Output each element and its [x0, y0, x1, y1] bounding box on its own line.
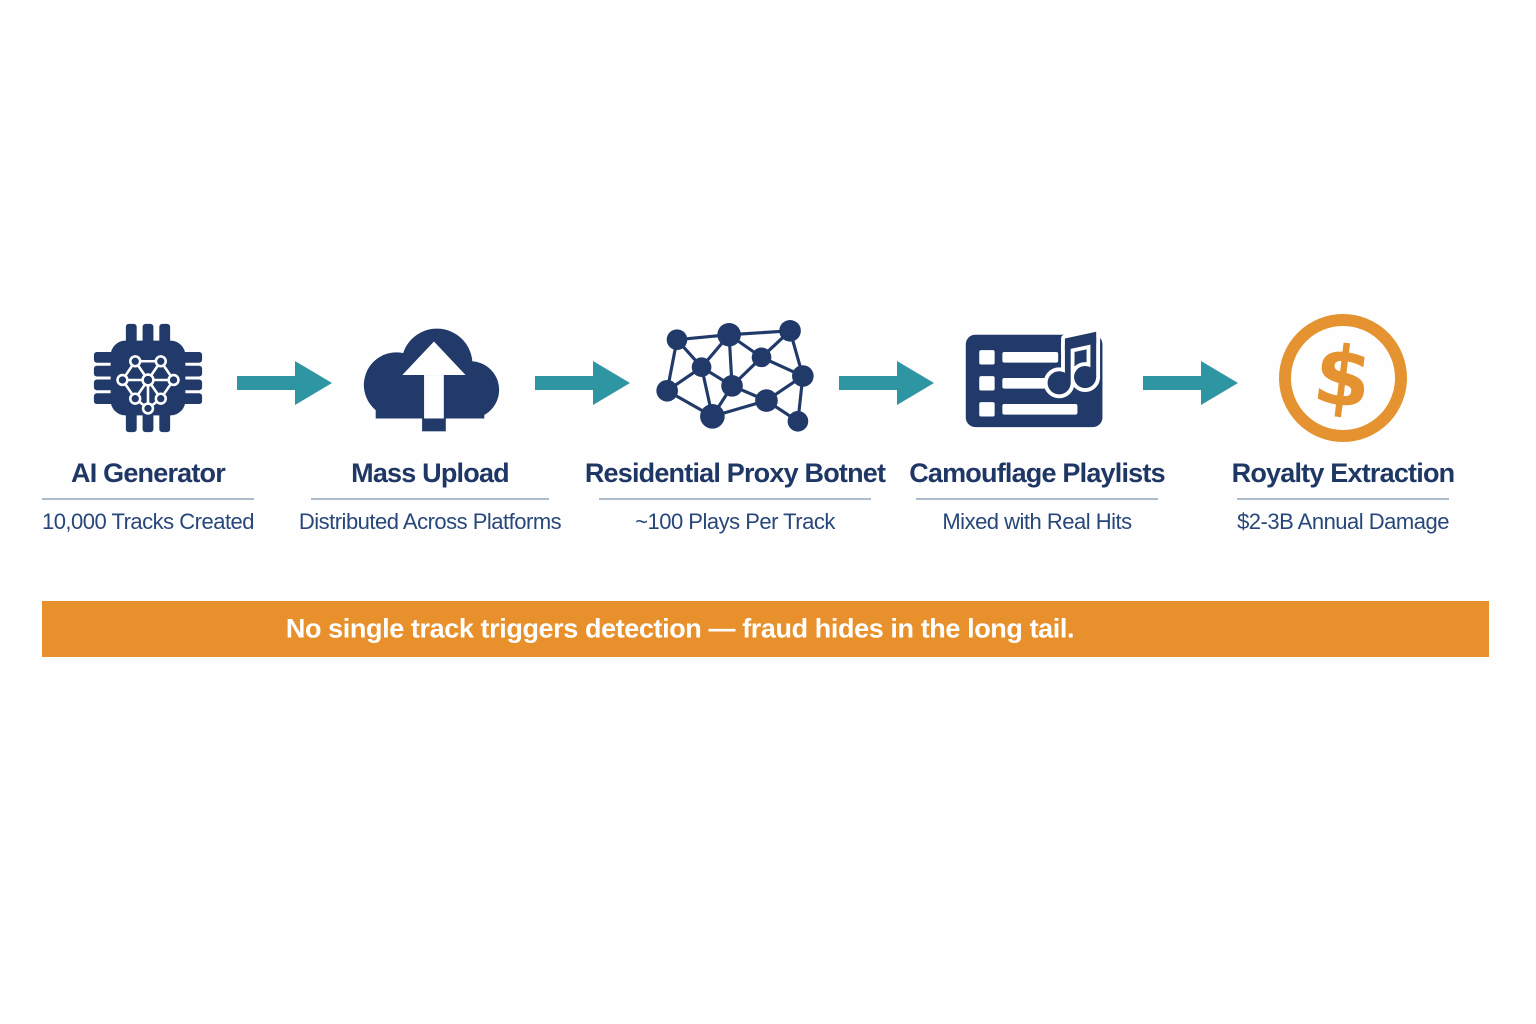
- ai-chip-icon: [89, 312, 207, 444]
- step-title: AI Generator: [71, 458, 226, 488]
- flow-arrow-icon: [839, 361, 934, 405]
- step-ai-generator: AI Generator 10,000 Tracks Created: [28, 312, 268, 535]
- flow-arrow-icon: [237, 361, 332, 405]
- flow-arrow-icon: [535, 361, 630, 405]
- banner-text: No single track triggers detection — fra…: [285, 613, 1075, 644]
- step-camouflage-playlists: Camouflage Playlists Mixed with Real Hit…: [900, 312, 1174, 535]
- step-royalty-extraction: $ Royalty Extraction $2-3B Annual Damage: [1222, 312, 1464, 535]
- step-subtitle: $2-3B Annual Damage: [1237, 509, 1449, 535]
- cloud-upload-icon: [351, 312, 509, 444]
- step-title: Camouflage Playlists: [909, 458, 1165, 488]
- step-divider: [42, 498, 254, 501]
- step-title: Mass Upload: [351, 458, 510, 488]
- step-residential-proxy-botnet: Residential Proxy Botnet ~100 Plays Per …: [580, 312, 890, 535]
- botnet-network-icon: [650, 312, 820, 444]
- playlist-music-icon: [960, 312, 1114, 444]
- step-divider: [598, 498, 872, 501]
- step-subtitle: 10,000 Tracks Created: [41, 509, 255, 535]
- detection-warning-banner: No single track triggers detection — fra…: [42, 601, 1489, 657]
- dollar-coin-icon: $: [1279, 312, 1407, 444]
- step-subtitle: ~100 Plays Per Track: [635, 509, 835, 535]
- step-mass-upload: Mass Upload Distributed Across Platforms: [295, 312, 565, 535]
- step-title: Royalty Extraction: [1231, 458, 1455, 488]
- flow-arrow-icon: [1143, 361, 1238, 405]
- step-divider: [1236, 498, 1450, 501]
- dollar-sign-glyph: $: [1308, 326, 1378, 429]
- dollar-coin-ring: $: [1279, 314, 1407, 442]
- step-title: Residential Proxy Botnet: [584, 458, 886, 488]
- step-subtitle: Mixed with Real Hits: [942, 509, 1132, 535]
- step-divider: [311, 498, 549, 501]
- step-divider: [916, 498, 1158, 501]
- step-subtitle: Distributed Across Platforms: [298, 509, 562, 535]
